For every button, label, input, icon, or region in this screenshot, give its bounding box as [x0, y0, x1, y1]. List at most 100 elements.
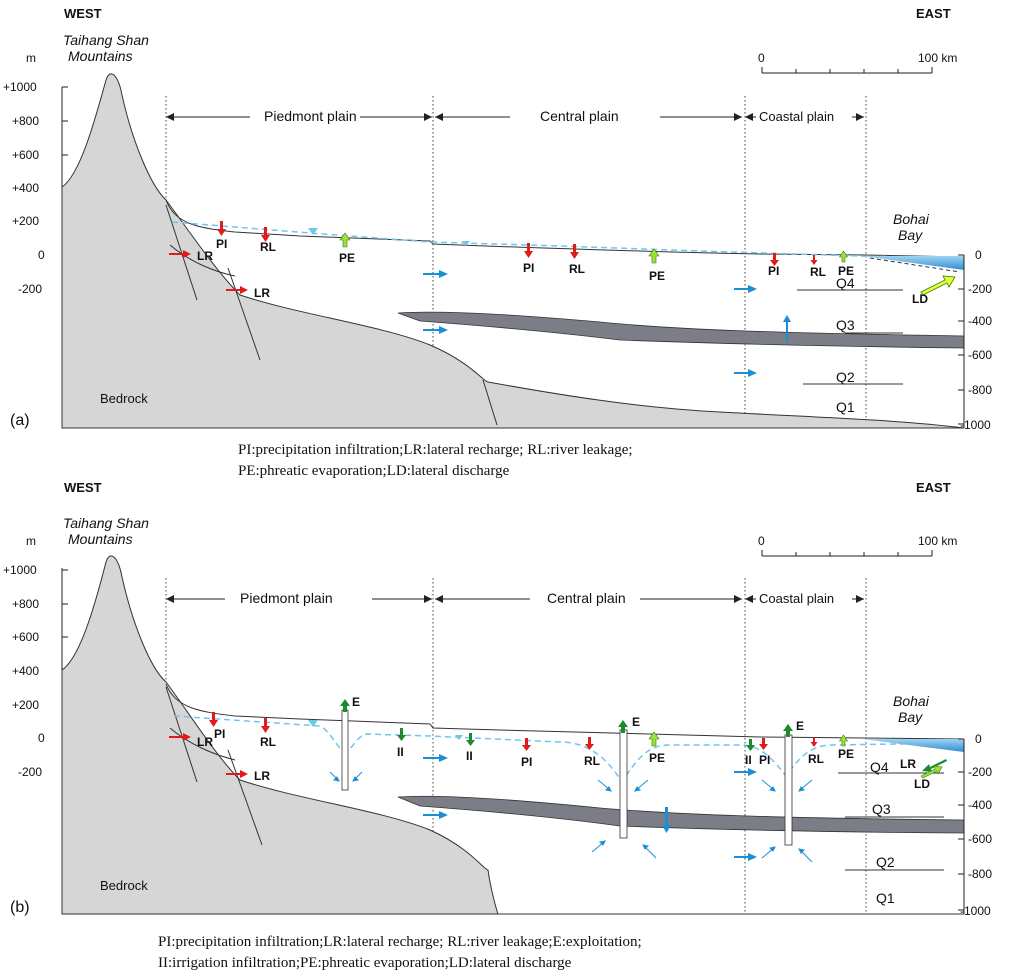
exploitation-arrow	[783, 724, 793, 737]
bohai-sea	[862, 256, 964, 270]
right-depth-axis: 0 -200 -400 -600 -800 -1000	[958, 732, 992, 918]
lateral-discharge-arrow	[920, 765, 943, 779]
lateral-discharge-arrow	[920, 275, 956, 296]
right-tick-label: -800	[968, 383, 992, 397]
lateral-flow-arrow	[423, 326, 448, 334]
lateral-flow-arrow	[734, 853, 757, 861]
flux-label: II	[745, 753, 752, 767]
aquifer-base-line	[169, 727, 236, 761]
left-elevation-axis: +1000 +800 +600 +400 +200 0 -200	[3, 563, 68, 779]
right-tick-label: 0	[975, 248, 982, 262]
aquifer-base-line	[169, 244, 236, 277]
right-tick-label: -200	[968, 765, 992, 779]
flux-label: RL	[584, 754, 600, 768]
east-label: EAST	[916, 6, 951, 21]
flux-label: II	[466, 749, 473, 763]
pumping-well	[341, 709, 349, 791]
precip-infiltration-arrow	[217, 221, 226, 236]
zone-central: Central plain	[547, 590, 626, 606]
fault-line	[482, 379, 498, 426]
flux-label: LD	[912, 292, 928, 306]
flux-arrows: LR LR PI RL PE PI RL PE PI RL PE LD	[169, 221, 956, 377]
right-tick-label: -400	[968, 314, 992, 328]
unit-q2: Q2	[836, 369, 855, 385]
scale-end: 100 km	[918, 51, 957, 65]
irrigation-arrow	[397, 728, 406, 741]
exploitation-arrow	[618, 720, 628, 733]
right-tick-label: -400	[968, 798, 992, 812]
flux-label: PE	[339, 251, 355, 265]
water-table-marker	[308, 228, 318, 235]
legend-line1: PI:precipitation infiltration;LR:lateral…	[158, 934, 642, 950]
scale-bar: 0 100 km	[758, 534, 957, 557]
flux-label: RL	[808, 752, 824, 766]
pumping-well	[784, 734, 793, 846]
sea-dashed-line	[869, 257, 961, 273]
left-elevation-axis: +1000 +800 +600 +400 +200 0 -200	[3, 80, 68, 296]
zone-coastal: Coastal plain	[759, 591, 834, 606]
river-leakage-arrow	[585, 737, 594, 750]
flux-arrows: LR LR PI RL E II II PI RL E PE II PI	[169, 695, 947, 863]
panel-tag: (a)	[10, 412, 30, 429]
lateral-recharge-arrow	[226, 286, 248, 294]
exploitation-arrow	[340, 699, 350, 712]
right-tick-label: -1000	[960, 418, 991, 432]
unit-label: m	[26, 51, 36, 65]
west-label: WEST	[64, 480, 102, 495]
scale-start: 0	[758, 534, 765, 548]
lateral-flow-arrow	[423, 811, 448, 819]
bohai-sea	[862, 739, 964, 752]
scale-end: 100 km	[918, 534, 957, 548]
east-label: EAST	[916, 480, 951, 495]
left-tick-label: +800	[12, 597, 39, 611]
well-convergence-arrows	[329, 771, 813, 863]
lateral-flow-arrow	[423, 754, 448, 762]
right-tick-label: -1000	[960, 904, 991, 918]
flux-label: RL	[260, 240, 276, 254]
left-tick-label: +600	[12, 148, 39, 162]
fault-line	[227, 267, 261, 361]
mountains-label-line1: Taihang Shan	[63, 515, 149, 531]
scale-bar: 0 100 km	[758, 51, 957, 74]
left-tick-label: +600	[12, 630, 39, 644]
ground-surface	[165, 683, 965, 740]
bay-label-line1: Bohai	[893, 211, 930, 227]
precip-infiltration-arrow	[524, 243, 533, 258]
flux-label: LR	[197, 249, 213, 263]
flux-label: E	[796, 719, 804, 733]
lateral-recharge-arrow	[226, 770, 248, 778]
west-label: WEST	[64, 6, 102, 21]
river-leakage-arrow	[261, 718, 270, 733]
river-leakage-arrow	[810, 255, 818, 265]
flux-label: II	[397, 745, 404, 759]
flux-label: PI	[768, 264, 779, 278]
left-tick-label: -200	[18, 765, 42, 779]
flux-label: PI	[214, 727, 225, 741]
mountains-label-line2: Mountains	[68, 48, 133, 64]
fault-line	[165, 686, 198, 783]
flux-label: E	[632, 715, 640, 729]
bay-label-line1: Bohai	[893, 693, 930, 709]
right-tick-label: -600	[968, 832, 992, 846]
river-leakage-arrow	[810, 737, 818, 747]
phreatic-evap-arrow	[838, 250, 849, 263]
flux-label: RL	[810, 265, 826, 279]
left-tick-label: +200	[12, 698, 39, 712]
bay-label-line2: Bay	[898, 709, 923, 725]
zone-piedmont: Piedmont plain	[240, 590, 333, 606]
unit-q1: Q1	[876, 890, 895, 906]
lateral-recharge-arrow	[169, 250, 191, 258]
flux-label: PI	[759, 753, 770, 767]
left-tick-label: +800	[12, 114, 39, 128]
left-tick-label: +1000	[3, 80, 37, 94]
legend-line2: PE:phreatic evaporation;LD:lateral disch…	[238, 463, 510, 479]
left-tick-label: +400	[12, 664, 39, 678]
aquitard-layer	[397, 311, 965, 349]
lateral-flow-arrow	[423, 270, 448, 278]
bedrock-label: Bedrock	[100, 878, 148, 893]
right-depth-axis: 0 -200 -400 -600 -800 -1000	[958, 248, 992, 432]
zone-piedmont: Piedmont plain	[264, 108, 357, 124]
unit-q3: Q3	[836, 317, 855, 333]
lateral-flow-arrow	[734, 768, 757, 776]
